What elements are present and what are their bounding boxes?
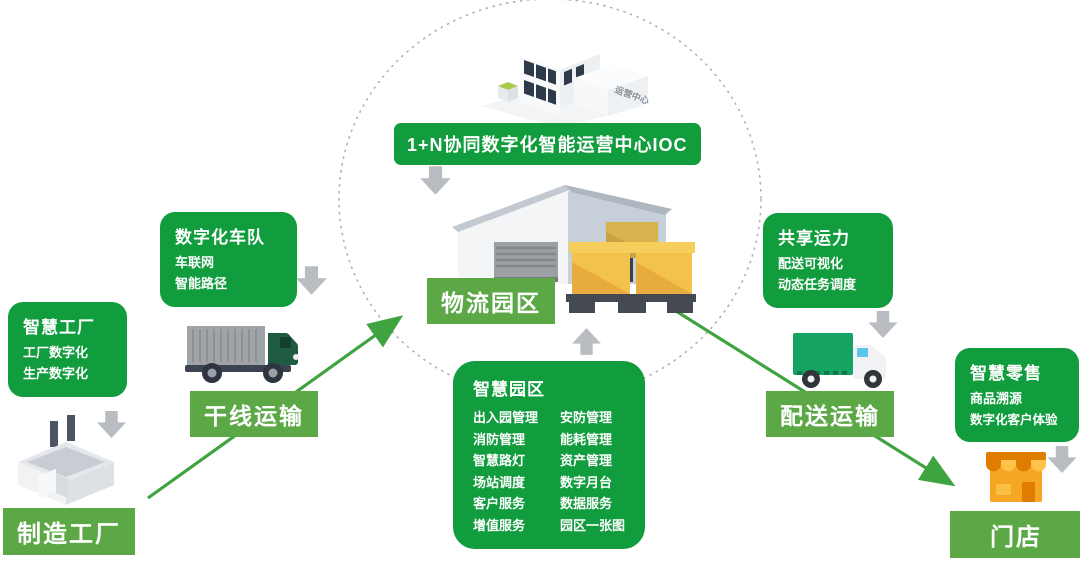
delivery-transport-label: 配送运输	[766, 391, 894, 437]
shared-capacity-card: 共享运力 配送可视化 动态任务调度	[763, 213, 893, 308]
park-item: 资产管理	[560, 453, 613, 468]
card-line: 工厂数字化	[23, 345, 89, 360]
card-line: 车联网	[175, 255, 215, 270]
arrow-down-icon	[96, 411, 127, 438]
card-title: 智慧园区	[473, 380, 545, 399]
park-item: 增值服务	[473, 517, 526, 533]
card-title: 智慧零售	[970, 364, 1042, 383]
arrow-down-icon	[296, 266, 327, 295]
store-label: 门店	[950, 511, 1080, 558]
park-item: 智慧路灯	[473, 453, 526, 468]
park-item: 数字月台	[560, 474, 613, 490]
park-item: 数据服务	[560, 496, 613, 511]
park-item: 安防管理	[560, 410, 613, 425]
card-line: 智能路径	[175, 275, 228, 291]
smart-park-card: 智慧园区 出入园管理 安防管理 消防管理 能耗管理 智慧路灯 资产管理 场站调度…	[453, 361, 645, 549]
card-line: 商品溯源	[970, 391, 1023, 406]
digital-fleet-card: 数字化车队 车联网 智能路径	[160, 212, 297, 307]
store-icon	[986, 452, 1046, 502]
trunk-truck-icon	[185, 326, 299, 383]
card-line: 配送可视化	[778, 256, 844, 271]
smart-retail-card: 智慧零售 商品溯源 数字化客户体验	[955, 348, 1079, 442]
trunk-transport-label: 干线运输	[190, 391, 318, 437]
card-line: 数字化客户体验	[970, 412, 1058, 427]
smart-park-feature-list: 出入园管理 安防管理 消防管理 能耗管理 智慧路灯 资产管理 场站调度 数字月台…	[473, 407, 629, 536]
delivery-truck-icon	[793, 333, 886, 388]
park-item: 消防管理	[473, 431, 526, 447]
arrow-down-icon	[420, 166, 451, 195]
park-item: 客户服务	[473, 496, 526, 511]
ioc-title-banner: 1+N协同数字化智能运营中心IOC	[394, 123, 701, 165]
card-title: 智慧工厂	[23, 318, 95, 337]
logistics-park-label: 物流园区	[427, 278, 555, 324]
card-title: 共享运力	[778, 229, 850, 248]
factory-icon	[18, 415, 114, 505]
arrow-down-icon	[1047, 446, 1077, 473]
card-line: 动态任务调度	[778, 276, 857, 292]
park-item: 场站调度	[473, 474, 526, 490]
card-line: 生产数字化	[23, 365, 89, 381]
park-item: 出入园管理	[473, 410, 539, 425]
pallet-boxes-icon	[566, 222, 696, 313]
card-title: 数字化车队	[175, 228, 265, 247]
smart-factory-card: 智慧工厂 工厂数字化 生产数字化	[8, 302, 127, 397]
manufacturing-factory-label: 制造工厂	[3, 508, 135, 555]
park-item: 能耗管理	[560, 431, 613, 447]
operation-center-building-icon: 运营中心	[482, 40, 651, 128]
arrow-up-icon	[572, 328, 601, 355]
park-item: 园区一张图	[560, 517, 626, 533]
